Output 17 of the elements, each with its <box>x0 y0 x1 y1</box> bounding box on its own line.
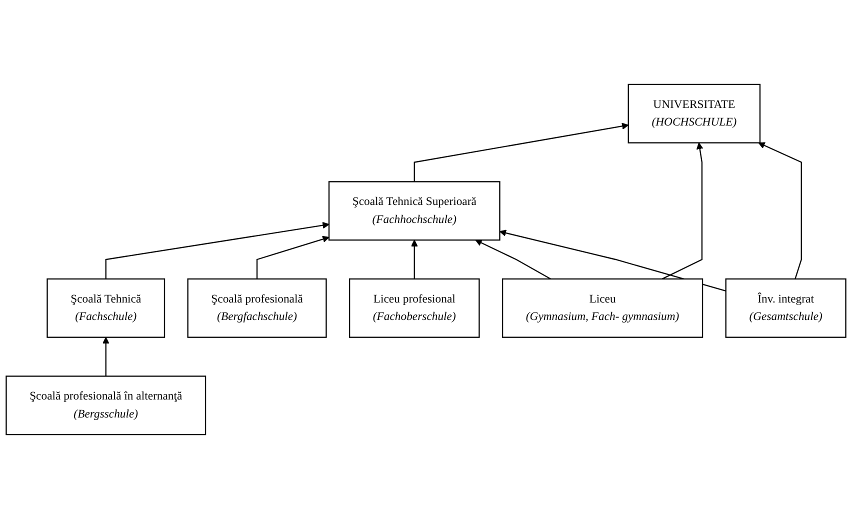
arrow <box>105 222 330 279</box>
arrow <box>102 336 110 376</box>
arrow <box>499 230 726 292</box>
arrow <box>256 236 330 279</box>
arrow <box>410 240 418 279</box>
node-box: Şcoală profesională în alternanţă (Bergsschule) <box>6 376 206 436</box>
arrow <box>758 142 802 280</box>
node-box: Înv. integrat (Gesamtschule) <box>725 278 846 338</box>
arrow <box>414 122 629 182</box>
node-box: UNIVERSITATE (HOCHSCHULE) <box>628 84 761 144</box>
node-box: Şcoală Tehnică (Fachschule) <box>46 278 166 338</box>
arrow <box>662 142 704 280</box>
node-box: Şcoală Tehnică Superioară (Fachhochschule) <box>328 181 500 241</box>
node-box: Liceu profesional (Fachoberschule) <box>348 278 480 338</box>
arrow <box>475 240 552 280</box>
node-box: Liceu (Gymnasium, Fach- gymnasium) <box>502 278 704 338</box>
node-box: Şcoală profesională (Bergfachschule) <box>187 278 327 338</box>
